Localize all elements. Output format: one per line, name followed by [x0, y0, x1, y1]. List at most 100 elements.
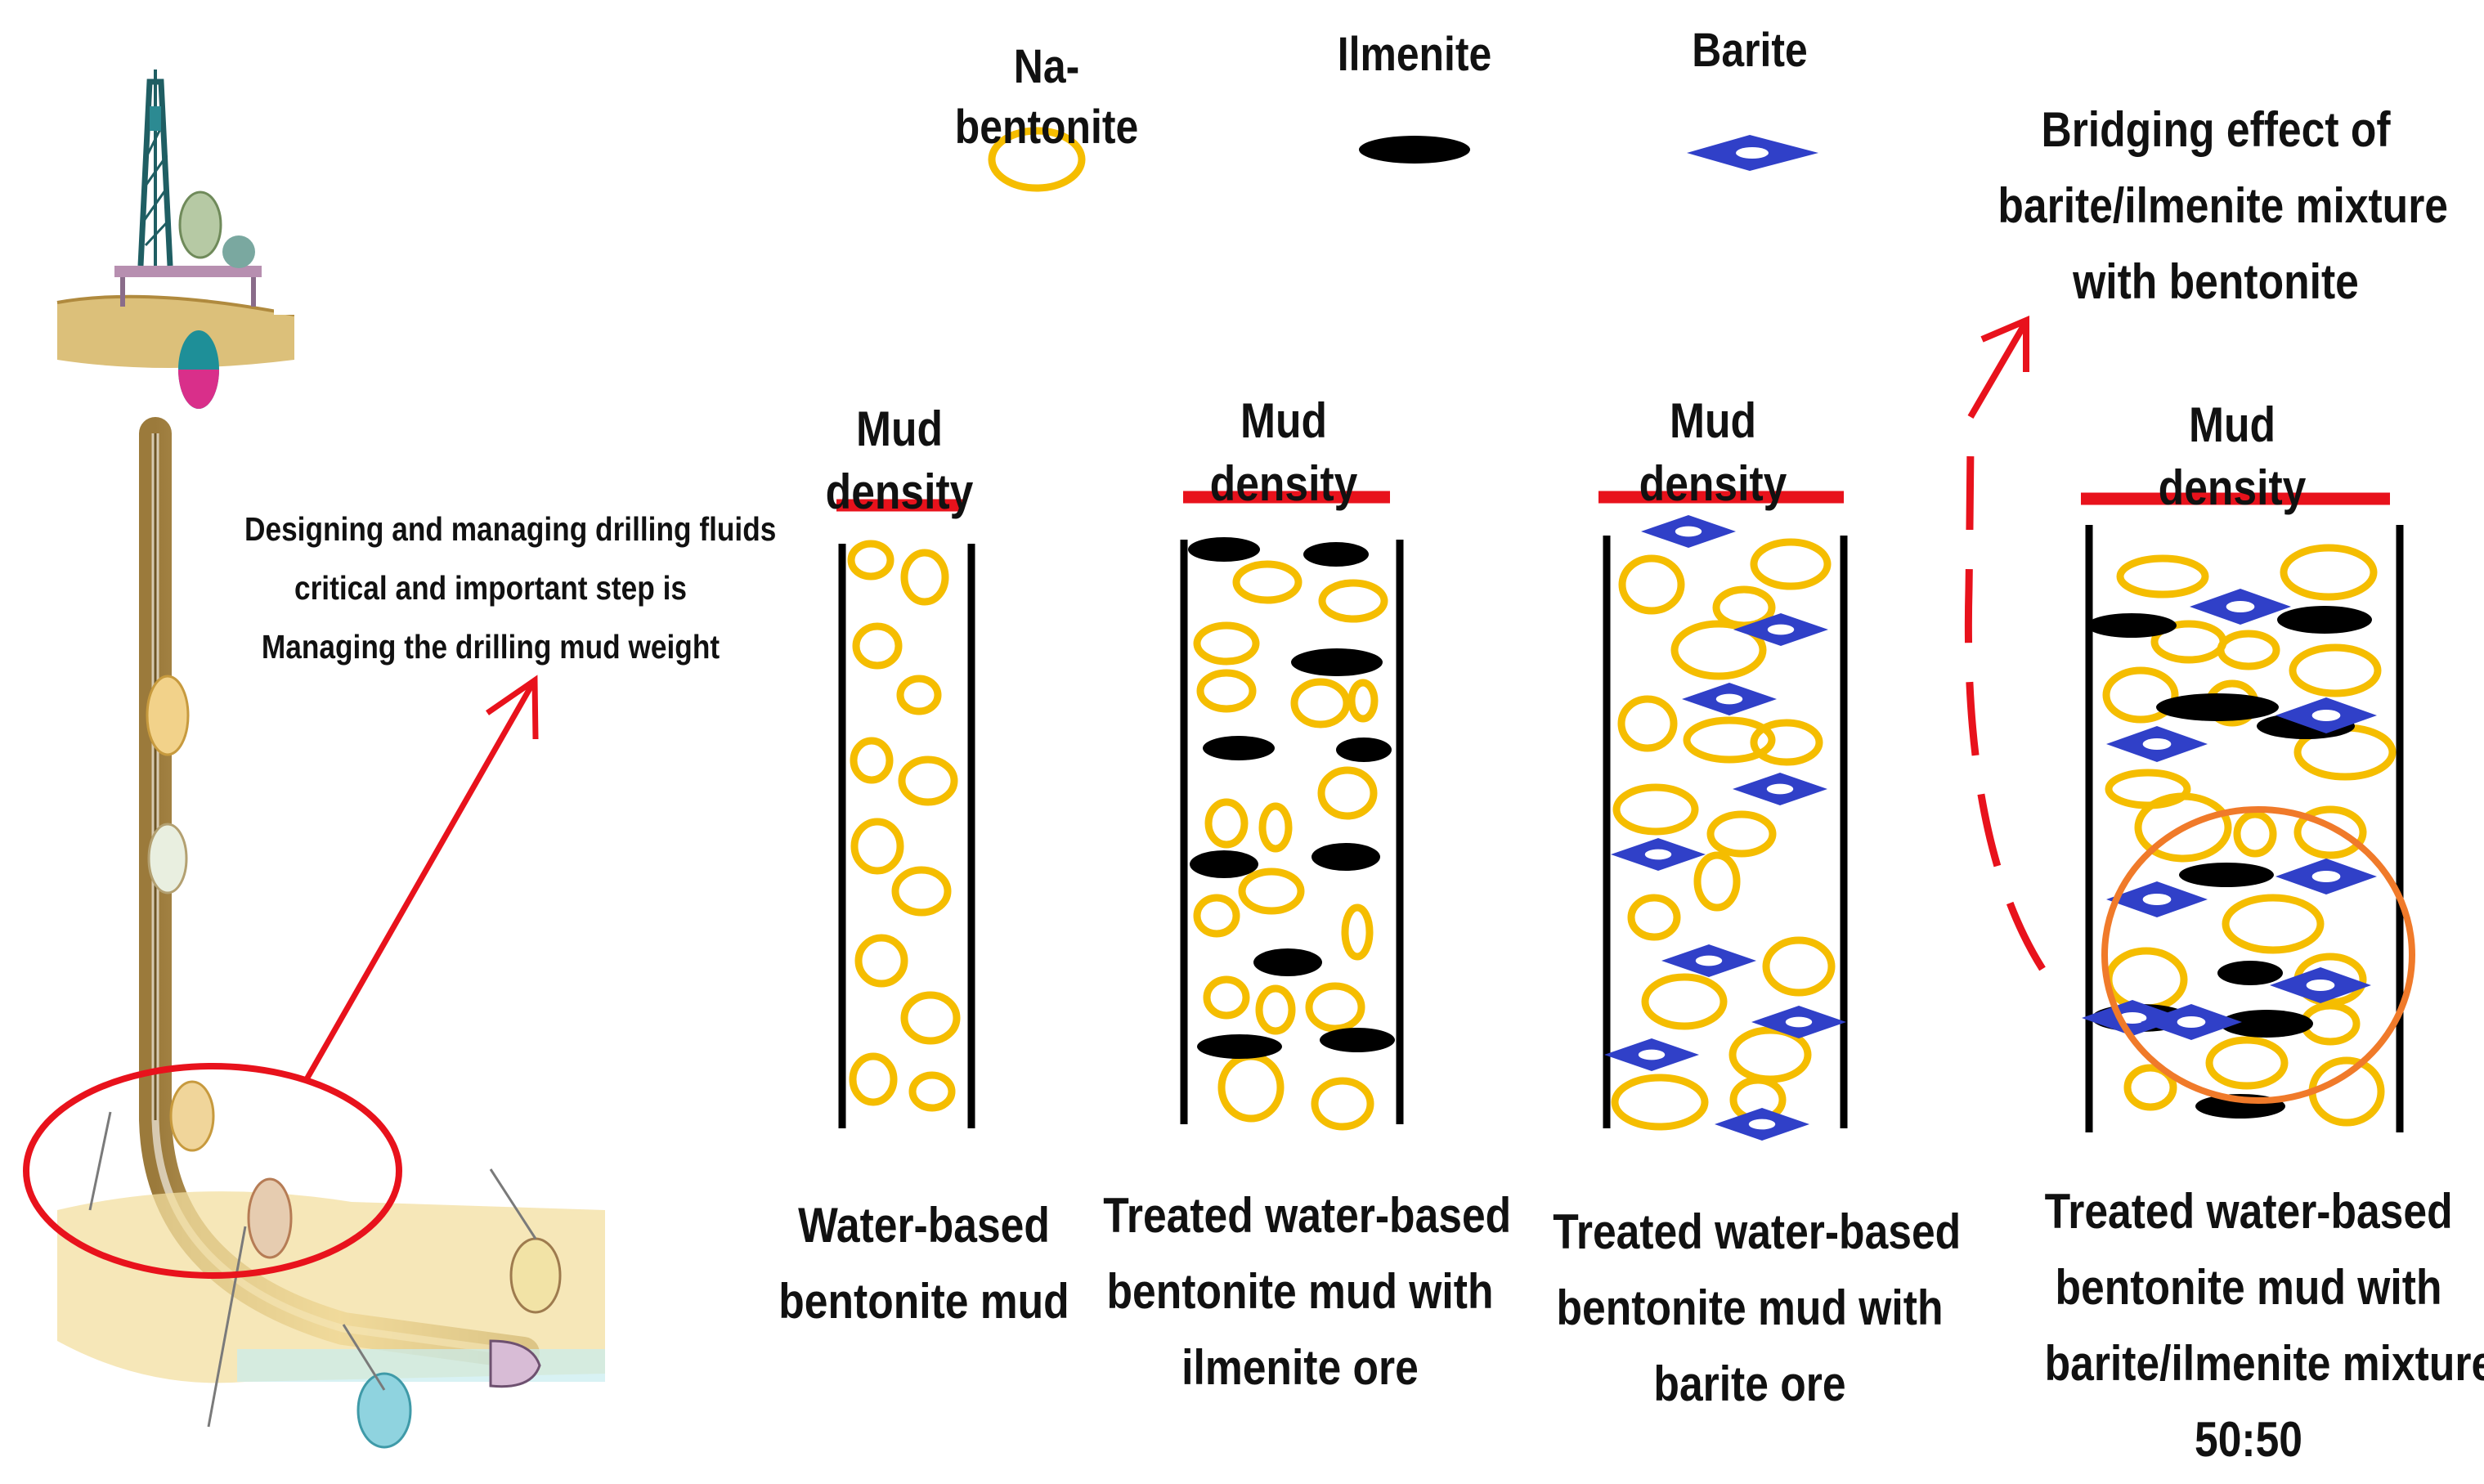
- bentonite-particle: [1204, 798, 1249, 849]
- bentonite-particle: [1750, 719, 1823, 766]
- barite-particle-core: [2306, 979, 2335, 992]
- bentonite-particle: [1290, 678, 1351, 729]
- column-2-heading: Mud density: [1209, 393, 1358, 511]
- bentonite-particle: [1317, 766, 1378, 820]
- bentonite-particle: [900, 991, 961, 1045]
- bentonite-particle: [1627, 894, 1681, 941]
- bentonite-particle: [849, 1052, 898, 1106]
- wellbore-icon: [57, 417, 605, 1449]
- bentonite-particle: [1318, 579, 1388, 623]
- bentonite-particle: [898, 755, 958, 806]
- bentonite-particle: [1232, 560, 1303, 604]
- column-1-caption-line-2: bentonite mud: [778, 1274, 1069, 1329]
- note-line-3: Managing the drilling mud weight: [261, 627, 720, 666]
- barite-particle-core: [2311, 870, 2341, 883]
- column-4-heading: Mud density: [2158, 397, 2307, 515]
- bentonite-particle: [850, 737, 894, 784]
- bentonite-particle: [1670, 620, 1767, 680]
- column-3-caption: Treated water-based bentonite mud with b…: [1553, 1194, 1962, 1422]
- column-3-caption-line-2: bentonite mud with: [1556, 1280, 1944, 1335]
- ilmenite-particle: [2220, 1010, 2313, 1038]
- bentonite-particle: [2116, 554, 2209, 599]
- ilmenite-particle: [1311, 843, 1380, 871]
- bentonite-particle: [1311, 1077, 1374, 1131]
- barite-particle-core: [2142, 893, 2172, 906]
- note-line-2: critical and important step is: [294, 568, 688, 607]
- column-2-caption-line-1: Treated water-based: [1103, 1188, 1512, 1243]
- barite-particle-core: [2118, 1011, 2147, 1024]
- bentonite-particle: [2222, 894, 2325, 954]
- barite-particle-core: [1785, 1016, 1813, 1028]
- bentonite-particle: [2233, 810, 2277, 858]
- bentonite-particle: [1255, 984, 1296, 1035]
- bentonite-particle: [2280, 544, 2378, 601]
- bentonite-particle: [2134, 792, 2232, 863]
- bridging-highlight-circle: [2101, 806, 2415, 1104]
- column-3-heading: Mud density: [1639, 393, 1787, 511]
- bentonite-particle: [1611, 1074, 1709, 1131]
- bentonite-particle: [1641, 973, 1728, 1030]
- bentonite-particle: [1750, 538, 1832, 590]
- ilmenite-particle: [2156, 693, 2279, 721]
- bentonite-particle: [1341, 903, 1374, 961]
- ilmenite-particle: [1203, 736, 1275, 760]
- ilmenite-particle: [1197, 1034, 1282, 1059]
- bentonite-particle: [1706, 810, 1777, 858]
- column-1-heading: Mud density: [825, 401, 974, 519]
- ilmenite-particle: [2179, 863, 2274, 887]
- ilmenite-particle: [1291, 648, 1383, 676]
- legend-label-bentonite: Na-bentonite: [954, 40, 1139, 155]
- bentonite-particle: [2123, 1064, 2177, 1111]
- column-2-caption-line-3: ilmenite ore: [1181, 1340, 1419, 1395]
- barite-particle-core: [2311, 709, 2341, 722]
- ilmenite-particle: [1320, 1028, 1395, 1052]
- barite-particle-core: [2226, 600, 2255, 613]
- bentonite-particle: [1617, 695, 1678, 752]
- barite-particle-core: [2177, 1015, 2206, 1029]
- legend-ilmenite-icon: [1359, 136, 1470, 164]
- column-3-caption-line-1: Treated water-based: [1553, 1204, 1962, 1259]
- ilmenite-particle: [1190, 850, 1258, 878]
- column-2-caption: Treated water-based bentonite mud with i…: [1103, 1177, 1512, 1406]
- column-4-caption-line-3: barite/ilmenite mixture: [2044, 1336, 2484, 1391]
- bentonite-particle: [896, 675, 942, 715]
- column-4-caption-line-1: Treated water-based: [2044, 1184, 2453, 1239]
- ilmenite-particle: [1253, 948, 1322, 976]
- note-arrow: [303, 681, 536, 1081]
- bridging-arrow: [1964, 424, 2046, 971]
- legend-barite-icon: [1687, 135, 1818, 171]
- bentonite-particle: [852, 622, 903, 670]
- bentonite-particle: [1618, 554, 1685, 615]
- note-line-1: Designing and managing drilling fluids: [244, 510, 777, 548]
- bridging-line-1: Bridging effect of: [2041, 102, 2391, 157]
- ilmenite-particle: [1303, 542, 1369, 567]
- bentonite-particle: [1196, 669, 1257, 713]
- bentonite-particle: [1305, 982, 1365, 1033]
- column-1-caption: Water-based bentonite mud: [762, 1187, 1086, 1339]
- column-2-caption-line-2: bentonite mud with: [1106, 1264, 1494, 1319]
- barite-particle-core: [1695, 955, 1723, 966]
- barite-particle-core: [1638, 1049, 1666, 1060]
- bentonite-particle: [1238, 868, 1305, 915]
- bentonite-particle: [1258, 802, 1293, 853]
- bridging-line-2: barite/ilmenite mixture: [1998, 178, 2448, 233]
- bentonite-particle: [2105, 947, 2188, 1012]
- bentonite-particle: [1217, 1052, 1285, 1123]
- bentonite-particle: [1203, 975, 1250, 1020]
- bentonite-particle: [850, 818, 904, 875]
- mud-columns: [836, 491, 2404, 1141]
- ilmenite-particle: [1188, 537, 1260, 562]
- bentonite-particle: [1693, 851, 1741, 912]
- bentonite-particle: [847, 540, 895, 581]
- bentonite-particle: [908, 1071, 956, 1112]
- bentonite-particle: [900, 549, 949, 606]
- highlight-ellipse: [23, 1063, 402, 1279]
- barite-particle-core: [1644, 849, 1672, 860]
- column-4-caption-line-4: 50:50: [2195, 1412, 2302, 1467]
- legend-label-ilmenite: Ilmenite: [1337, 28, 1492, 81]
- bentonite-particle: [1683, 716, 1776, 764]
- bentonite-particle: [2102, 666, 2179, 724]
- bridging-note: Bridging effect of barite/ilmenite mixtu…: [1998, 92, 2448, 320]
- bentonite-particle: [854, 934, 908, 988]
- bentonite-particle: [1347, 679, 1379, 723]
